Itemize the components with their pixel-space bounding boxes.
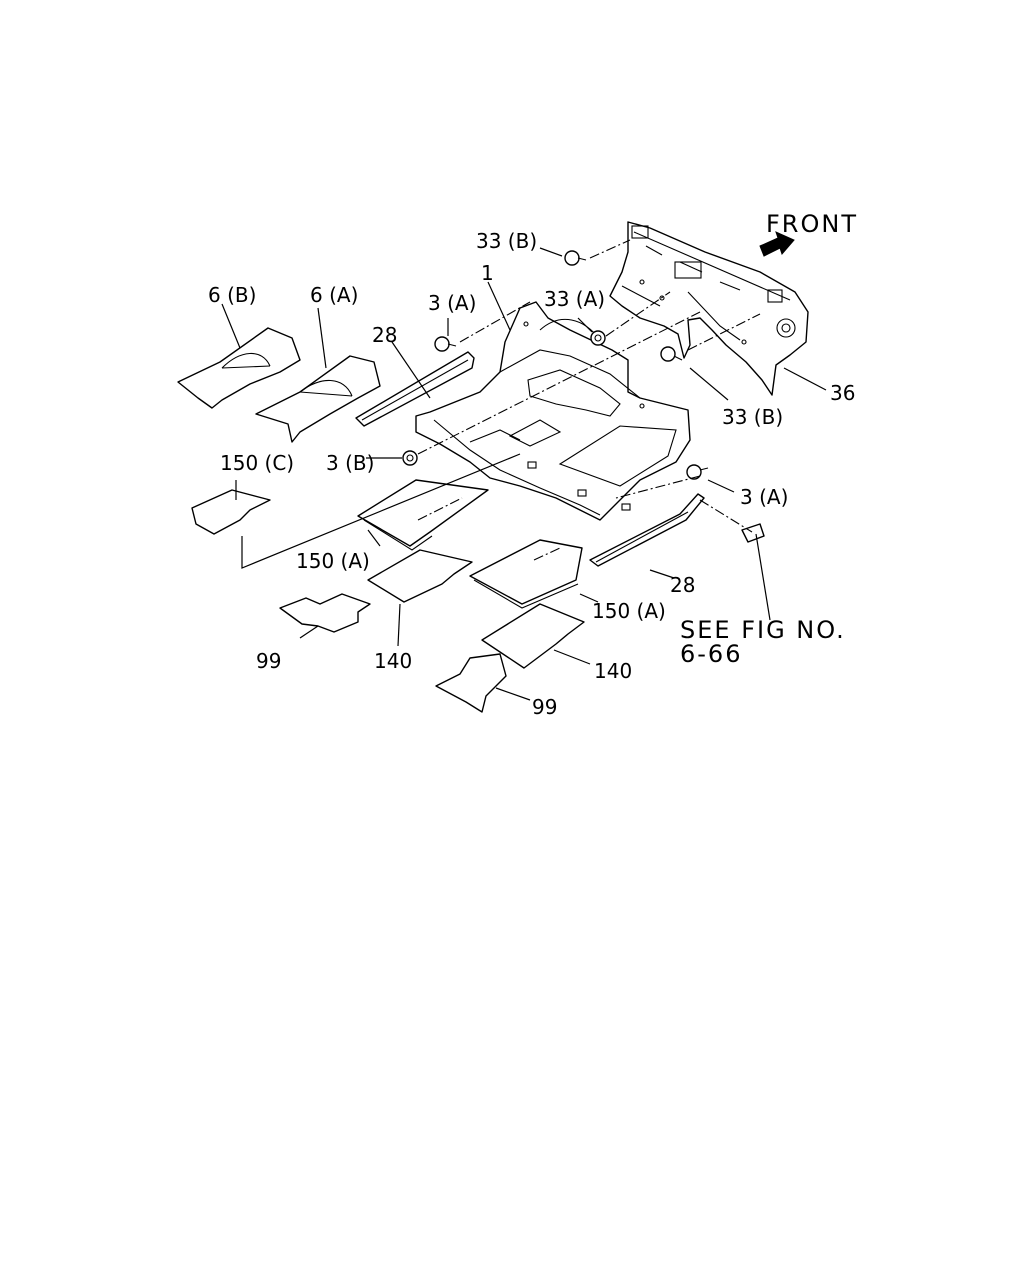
clip-part-3a-upper — [434, 336, 457, 352]
callout-150c: 150 (C) — [220, 451, 294, 475]
insulator-part-99-right — [435, 653, 507, 713]
tunnel-cover-part-6b — [177, 327, 301, 409]
callout-1: 1 — [481, 261, 494, 285]
front-direction-label: FRONT — [766, 210, 858, 238]
reference-note-line-2: 6-66 — [680, 640, 742, 668]
dash-insulator-part-36 — [609, 221, 809, 396]
tunnel-cover-part-6a — [255, 355, 381, 443]
callout-150a-right: 150 (A) — [592, 599, 666, 623]
callout-36: 36 — [830, 381, 855, 405]
reference-note-line-1: SEE FIG NO. — [680, 616, 846, 644]
nut-part-3b — [402, 450, 418, 466]
callout-99-left: 99 — [256, 649, 281, 673]
callout-6a: 6 (A) — [310, 283, 358, 307]
callout-33b-top: 33 (B) — [476, 229, 537, 253]
clip-part-33b-top — [564, 250, 587, 266]
callout-140-left: 140 — [374, 649, 412, 673]
callout-3b: 3 (B) — [326, 451, 374, 475]
insulator-part-140-right — [481, 603, 585, 669]
scuff-plate-part-28-left — [355, 351, 475, 427]
nut-part-33a — [590, 330, 606, 346]
callout-150a-left: 150 (A) — [296, 549, 370, 573]
plug-part-see-fig — [741, 523, 765, 543]
clip-part-33b-right — [660, 346, 683, 362]
front-arrow-icon — [759, 231, 795, 257]
scuff-plate-part-28-right — [589, 493, 705, 567]
insulator-part-99-left — [279, 593, 371, 633]
callout-33a: 33 (A) — [544, 287, 605, 311]
insulator-part-140-left — [367, 549, 473, 603]
floor-mat-part-150c — [191, 489, 271, 535]
callout-3a-lower: 3 (A) — [740, 485, 788, 509]
callout-28-right: 28 — [670, 573, 695, 597]
floor-mat-part-150a-left — [357, 479, 489, 551]
leader-lines — [221, 239, 827, 701]
callout-140-right: 140 — [594, 659, 632, 683]
floor-carpet-part-1 — [415, 301, 691, 521]
callout-33b-right: 33 (B) — [722, 405, 783, 429]
callout-6b: 6 (B) — [208, 283, 256, 307]
clip-part-3a-lower — [686, 464, 709, 480]
callout-28-left: 28 — [372, 323, 397, 347]
callout-3a-upper: 3 (A) — [428, 291, 476, 315]
callout-99-right: 99 — [532, 695, 557, 719]
floor-mat-part-150a-right — [469, 539, 583, 609]
